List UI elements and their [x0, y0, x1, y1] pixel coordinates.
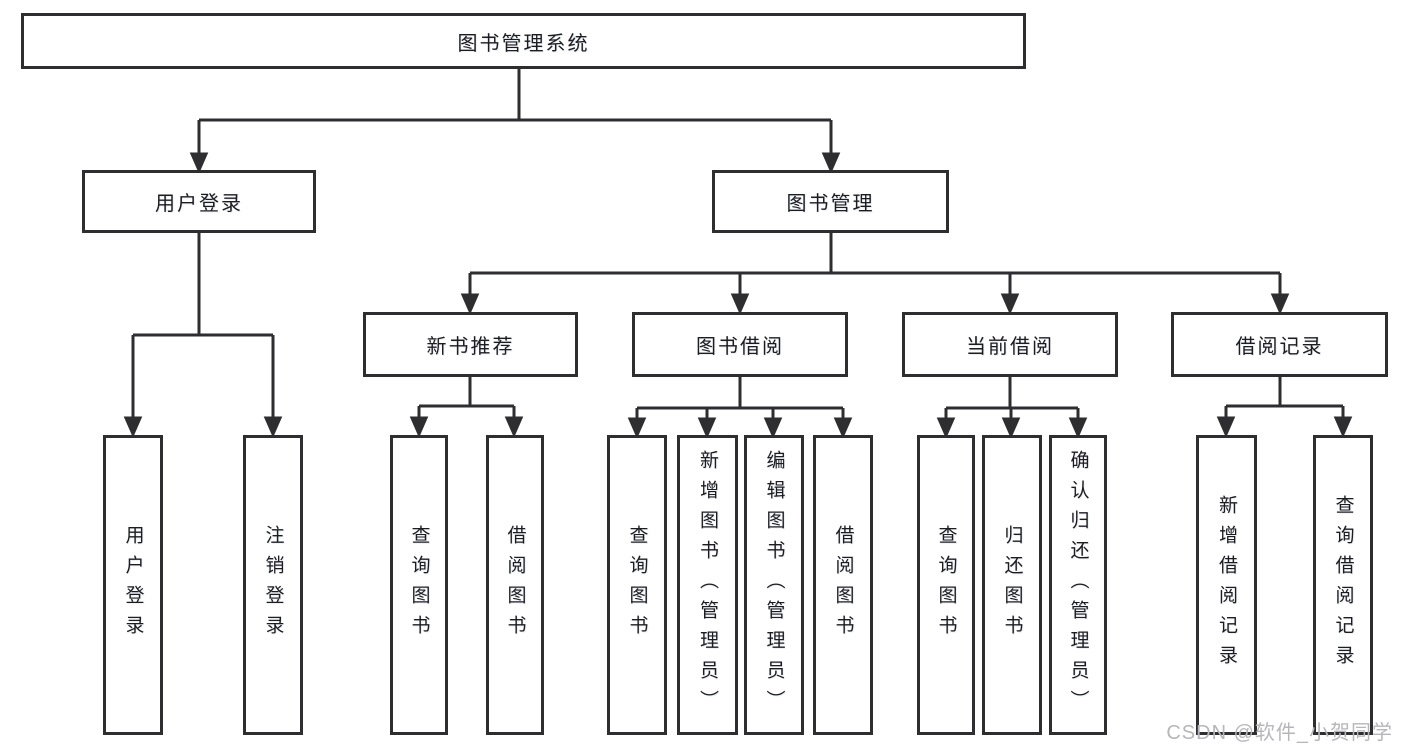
- arrow-down-icon: [123, 416, 143, 438]
- leaf-borrow-books-recommendation: 借阅图书: [486, 435, 544, 735]
- node-book-borrowing: 图书借阅: [632, 312, 848, 377]
- node-label: 查询借阅记录: [1332, 495, 1354, 675]
- node-label: 借阅记录: [1235, 336, 1324, 358]
- leaf-query-books-current: 查询图书: [917, 435, 975, 735]
- node-borrowing-records: 借阅记录: [1171, 312, 1388, 377]
- leaf-return-books: 归还图书: [982, 435, 1042, 735]
- node-label: 编辑图书（管理员）: [763, 450, 785, 720]
- arrow-down-icon: [730, 293, 750, 315]
- node-book-management: 图书管理: [712, 170, 949, 233]
- node-library-management-system: 图书管理系统: [21, 13, 1026, 69]
- leaf-query-borrow-record: 查询借阅记录: [1313, 435, 1373, 735]
- arrow-down-icon: [1000, 293, 1020, 315]
- arrow-down-icon: [1216, 416, 1236, 438]
- node-label: 确认归还（管理员）: [1067, 450, 1089, 720]
- arrow-down-icon: [1001, 417, 1021, 439]
- node-label: 借阅图书: [504, 525, 526, 645]
- node-label: 查询图书: [935, 525, 957, 645]
- leaf-borrow-books: 借阅图书: [813, 435, 873, 735]
- leaf-logout: 注销登录: [243, 435, 303, 735]
- connector-borrowing-records-children: [1216, 377, 1353, 438]
- arrow-down-icon: [263, 416, 283, 438]
- node-label: 新增借阅记录: [1216, 495, 1237, 675]
- arrow-down-icon: [460, 293, 480, 315]
- arrow-down-icon: [504, 416, 524, 438]
- connector-new-book-recommendation-children: [409, 377, 524, 438]
- node-label: 图书管理系统: [457, 32, 590, 55]
- node-label: 查询图书: [408, 525, 430, 645]
- leaf-query-books-recommendation: 查询图书: [390, 435, 448, 735]
- arrow-down-icon: [1270, 293, 1290, 315]
- node-label: 借阅图书: [832, 525, 854, 645]
- leaf-edit-books-admin: 编辑图书（管理员）: [744, 435, 804, 735]
- connector-book-management-children: [460, 233, 1290, 315]
- arrow-down-icon: [1333, 416, 1353, 438]
- arrow-down-icon: [821, 152, 841, 174]
- arrow-down-icon: [627, 417, 647, 439]
- node-label: 当前借阅: [966, 336, 1054, 358]
- node-current-borrowing: 当前借阅: [902, 312, 1118, 377]
- leaf-query-books-borrowing: 查询图书: [607, 435, 667, 735]
- arrow-down-icon: [763, 417, 783, 439]
- node-label: 归还图书: [1001, 525, 1023, 645]
- connector-current-borrowing-children: [936, 377, 1088, 439]
- connector-book-borrowing-children: [627, 377, 853, 439]
- node-label: 注销登录: [262, 525, 284, 645]
- watermark: CSDN @软件_小贺同学: [1166, 722, 1393, 744]
- connector-user-login-children: [123, 233, 283, 438]
- node-label: 查询图书: [626, 525, 648, 645]
- node-label: 图书管理: [786, 193, 875, 215]
- leaf-user-login: 用户登录: [103, 435, 163, 735]
- arrow-down-icon: [1068, 417, 1088, 439]
- arrow-down-icon: [697, 417, 717, 439]
- arrow-down-icon: [936, 417, 956, 439]
- node-label: 用户登录: [122, 525, 144, 645]
- node-label: 新增图书（管理员）: [697, 450, 718, 720]
- leaf-add-borrow-record: 新增借阅记录: [1196, 435, 1257, 735]
- leaf-confirm-return-admin: 确认归还（管理员）: [1049, 435, 1107, 735]
- node-label: 用户登录: [155, 193, 243, 215]
- arrow-down-icon: [833, 417, 853, 439]
- arrow-down-icon: [189, 152, 209, 174]
- node-label: 图书借阅: [696, 336, 784, 358]
- node-new-book-recommendation: 新书推荐: [363, 312, 578, 377]
- node-user-login: 用户登录: [82, 170, 316, 233]
- node-label: 新书推荐: [426, 336, 515, 358]
- arrow-down-icon: [409, 416, 429, 438]
- connector-root-to-level2: [189, 69, 841, 174]
- leaf-add-books-admin: 新增图书（管理员）: [677, 435, 738, 735]
